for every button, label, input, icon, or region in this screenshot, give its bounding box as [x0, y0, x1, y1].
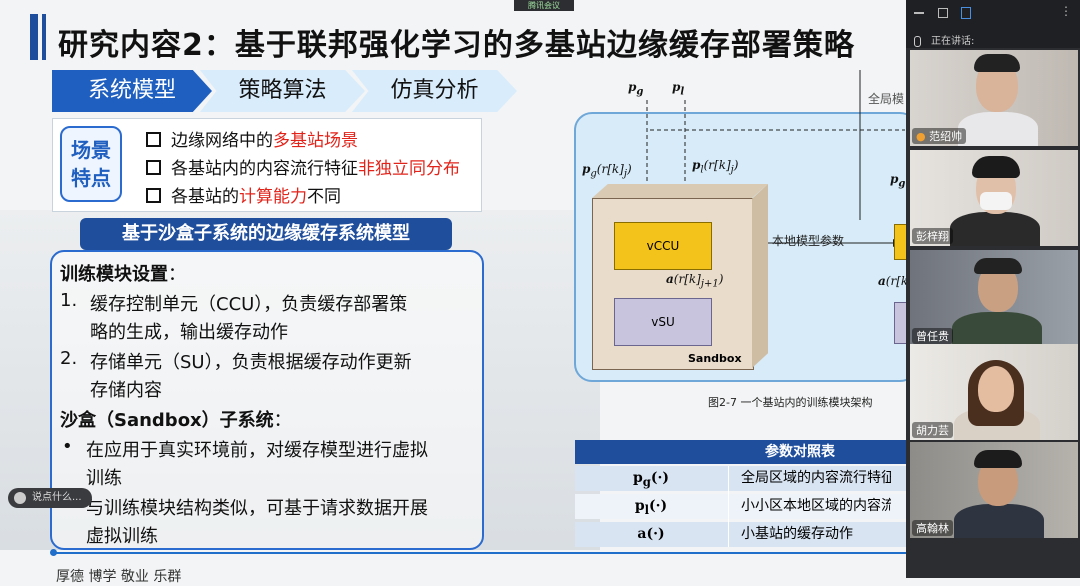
- training-item-line: 存储单元（SU），负责根据缓存动作更新: [90, 352, 412, 373]
- tab-simulation-analysis: 仿真分析: [352, 70, 517, 112]
- sandbox-item-line: 虚拟训练: [86, 526, 158, 547]
- training-item-number: 1.: [60, 290, 78, 311]
- training-item-line: 缓存控制单元（CCU），负责缓存部署策: [90, 294, 408, 315]
- model-description-box: [50, 250, 484, 550]
- scenario-features-label: 场景特点: [60, 126, 122, 202]
- host-icon: ●: [916, 130, 926, 143]
- slide-title: 研究内容2：基于联邦强化学习的多基站边缘缓存部署策略: [58, 28, 855, 63]
- table-divider: [728, 466, 729, 547]
- param-description: 小小区本地区域的内容流: [741, 498, 891, 514]
- participant-name: 高翰林: [912, 520, 953, 536]
- pl-symbol: pl: [672, 80, 685, 98]
- vccu-block: vCCU: [614, 222, 712, 270]
- section-heading: 基于沙盒子系统的边缘缓存系统模型: [80, 218, 452, 250]
- participant-name: ● 范绍帅: [912, 128, 967, 144]
- feature-item: 各基站内的内容流行特征非独立同分布: [146, 154, 460, 179]
- sandbox-top-face: [592, 184, 768, 198]
- participant-tile[interactable]: 曾任贵: [910, 250, 1078, 346]
- chat-icon: [14, 492, 26, 504]
- local-model-params-label: 本地模型参数: [772, 234, 845, 248]
- pl-function-label: pl(r[k]j): [692, 158, 739, 176]
- sandbox-item-line: 训练: [86, 468, 122, 489]
- action-label: a(r[k]j+1): [666, 272, 724, 290]
- scenario-features-box: [52, 118, 482, 212]
- feature-item: 边缘网络中的多基站场景: [146, 126, 358, 151]
- training-item-number: 2.: [60, 348, 78, 369]
- layout-icon[interactable]: [961, 7, 971, 19]
- chat-input-toast[interactable]: 说点什么...: [8, 488, 92, 508]
- right-action-label: a(r[k: [878, 274, 909, 288]
- participant-tile[interactable]: 高翰林: [910, 442, 1078, 538]
- sandbox-item-line: 在应用于真实环境前，对缓存模型进行虚拟: [86, 440, 428, 461]
- university-motto: 厚德 博学 敬业 乐群: [56, 569, 182, 585]
- speaking-indicator: 正在讲话:: [914, 32, 974, 47]
- param-description: 小基站的缓存动作: [741, 526, 853, 542]
- training-module-heading: 训练模块设置：: [60, 264, 186, 285]
- pg-function-label: pg(r[k]j): [582, 162, 632, 180]
- more-icon[interactable]: ⋮: [1060, 4, 1072, 18]
- footer-dot: [50, 549, 57, 556]
- vsu-block: vSU: [614, 298, 712, 346]
- checkbox-square-icon: [146, 132, 161, 147]
- participant-tile[interactable]: 彭梓翔: [910, 150, 1078, 246]
- checkbox-square-icon: [146, 188, 161, 203]
- training-item-line: 存储内容: [90, 380, 162, 401]
- pg-symbol: pg: [628, 80, 644, 98]
- tab-strategy-algorithm: 策略算法: [200, 70, 365, 112]
- minimize-icon[interactable]: [914, 12, 924, 14]
- participant-name: 胡力芸: [912, 422, 953, 438]
- meeting-panel-header: [906, 0, 1080, 48]
- footer-divider: [52, 552, 1014, 554]
- participant-name: 彭梓翔: [912, 228, 953, 244]
- participant-tile[interactable]: ● 范绍帅: [910, 50, 1078, 146]
- sandbox-heading: 沙盒（Sandbox）子系统：: [60, 410, 292, 431]
- right-pg-symbol: pg: [890, 172, 906, 190]
- window-controls: [914, 6, 971, 19]
- sandbox-item-line: 与训练模块结构类似，可基于请求数据开展: [86, 498, 428, 519]
- tab-system-model: 系统模型: [52, 70, 212, 112]
- participant-name: 曾任贵: [912, 328, 953, 344]
- global-model-label: 全局模: [868, 92, 905, 106]
- feature-item: 各基站的计算能力不同: [146, 182, 341, 207]
- participant-tile[interactable]: 胡力芸: [910, 344, 1078, 440]
- param-symbol: a(·): [637, 526, 665, 542]
- sandbox-side-face: [752, 184, 768, 368]
- meeting-app-badge: 腾讯会议: [514, 0, 574, 11]
- title-accent-bar-thin: [42, 14, 46, 60]
- param-description: 全局区域的内容流行特征: [741, 470, 891, 486]
- sandbox-label: Sandbox: [688, 352, 742, 365]
- diagram-caption: 图2-7 一个基站内的训练模块架构: [708, 396, 873, 409]
- bullet-icon: •: [62, 436, 73, 457]
- checkbox-square-icon: [146, 160, 161, 175]
- restore-icon[interactable]: [937, 8, 948, 18]
- param-symbol: pl(·): [634, 498, 668, 517]
- param-symbol: pg(·): [632, 470, 670, 489]
- mic-icon: [914, 35, 921, 47]
- training-item-line: 略的生成，输出缓存动作: [90, 322, 288, 343]
- title-accent-bar: [30, 14, 38, 60]
